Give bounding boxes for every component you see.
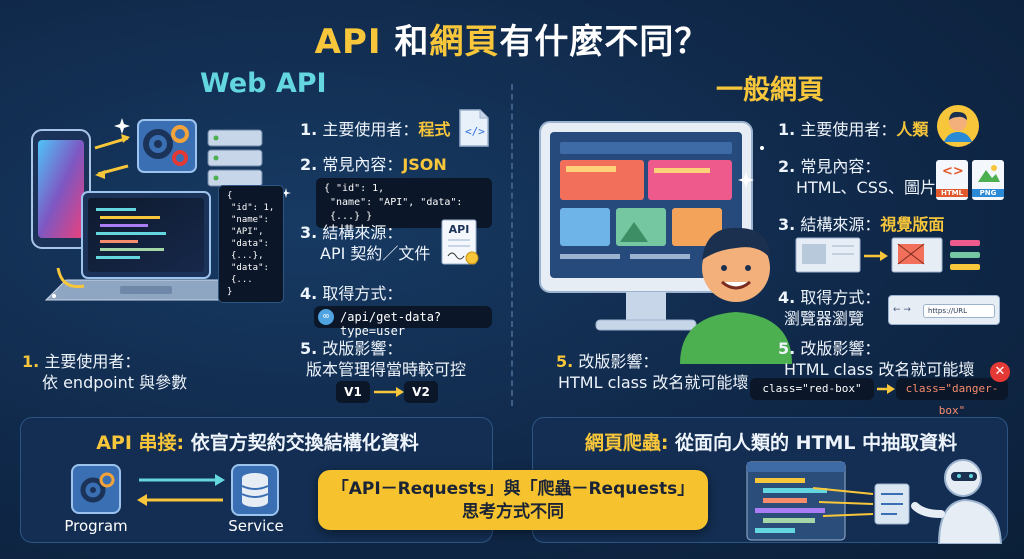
endpoint-pill: ∞ /api/get-data?type=user <box>314 306 492 338</box>
web-api-item-3: 3. 結構來源： API 契約／文件 <box>300 223 431 263</box>
page-title: API 和網頁有什麼不同？ <box>314 22 710 62</box>
svg-text:</>: </> <box>465 125 485 138</box>
html-file-icon: <> HTML <box>936 160 968 200</box>
comparison-banner: 「API－Requests」與「爬蟲－Requests」 思考方式不同 <box>318 470 708 530</box>
laptop-icon <box>44 191 248 301</box>
web-api-title: Web API <box>200 68 327 99</box>
scrape-panel-title: 網頁爬蟲: 從面向人類的 HTML 中抽取資料 <box>584 432 958 454</box>
server-icon <box>207 129 263 187</box>
sparkle-icon <box>738 146 764 188</box>
code-brackets-icon: <> <box>942 164 964 179</box>
class-old-pill: class="red-box" <box>750 378 874 400</box>
arrow-right-icon <box>877 384 895 394</box>
program-label: Program <box>64 517 128 535</box>
error-icon: ✕ <box>990 362 1010 382</box>
database-icon <box>231 464 279 516</box>
link-icon: ∞ <box>318 309 334 325</box>
web-scraping-panel: 網頁爬蟲: 從面向人類的 HTML 中抽取資料 <box>532 417 1008 544</box>
api-document-icon: API <box>440 218 482 270</box>
web-api-item-1: 1. 主要使用者：程式 <box>300 120 451 139</box>
person-icon <box>680 227 792 364</box>
exchange-arrows-icon <box>94 134 130 179</box>
web-page-item-5: 5. 改版影響： HTML class 改名就可能壞 <box>778 339 975 379</box>
loop-arrow-icon <box>56 267 85 289</box>
url-bar: https://URL <box>923 304 995 318</box>
web-page-item-1: 1. 主要使用者：人類 <box>778 120 929 139</box>
web-page-left-item: 5. 改版影響： HTML class 改名就可能壞 <box>556 352 749 392</box>
web-page-item-2: 2. 常見內容： HTML、CSS、圖片 <box>778 157 937 197</box>
png-file-icon: PNG <box>972 160 1004 200</box>
web-api-left-item: 1. 主要使用者： 依 endpoint 與參數 <box>22 352 188 392</box>
user-avatar-icon <box>937 105 979 147</box>
browser-window-icon: ← → https://URL <box>888 295 1000 325</box>
sparkle-icon <box>52 118 291 298</box>
nav-arrows-icon: ← → <box>893 305 911 315</box>
web-page-item-3: 3. 結構來源：視覺版面 <box>778 215 945 234</box>
web-page-title: 一般網頁 <box>716 75 824 106</box>
program-gear-icon <box>71 464 121 514</box>
exchange-arrows-icon <box>137 474 225 506</box>
web-api-item-5: 5. 改版影響： 版本管理得當時較可控 <box>300 339 467 379</box>
class-new-pill: class="danger-box" <box>896 378 1008 417</box>
web-page-illustration <box>539 121 792 364</box>
gears-icon <box>137 119 197 173</box>
section-divider <box>511 84 513 406</box>
layout-wireframe-icon <box>795 237 980 273</box>
code-file-icon: </> <box>459 109 489 147</box>
web-api-illustration <box>31 118 291 301</box>
service-label: Service <box>228 517 284 535</box>
web-page-item-4: 4. 取得方式： 瀏覽器瀏覽 <box>778 288 881 328</box>
robot-icon <box>911 459 1003 544</box>
web-api-item-2: 2. 常見內容：JSON <box>300 155 447 174</box>
version-v2-badge: V2 <box>404 381 438 403</box>
scraper-robot-illustration <box>746 459 1003 544</box>
version-v1-badge: V1 <box>336 381 370 403</box>
web-api-item-4: 4. 取得方式： <box>300 284 403 303</box>
api-panel-title: API 串接: 依官方契約交換結構化資料 <box>96 432 419 454</box>
arrow-right-icon <box>374 387 404 397</box>
smartphone-icon <box>31 129 91 249</box>
laptop-json-panel: { "id": 1, "name": "API", "data": {...},… <box>218 185 284 303</box>
image-icon <box>978 165 1000 182</box>
monitor-icon <box>539 121 753 331</box>
